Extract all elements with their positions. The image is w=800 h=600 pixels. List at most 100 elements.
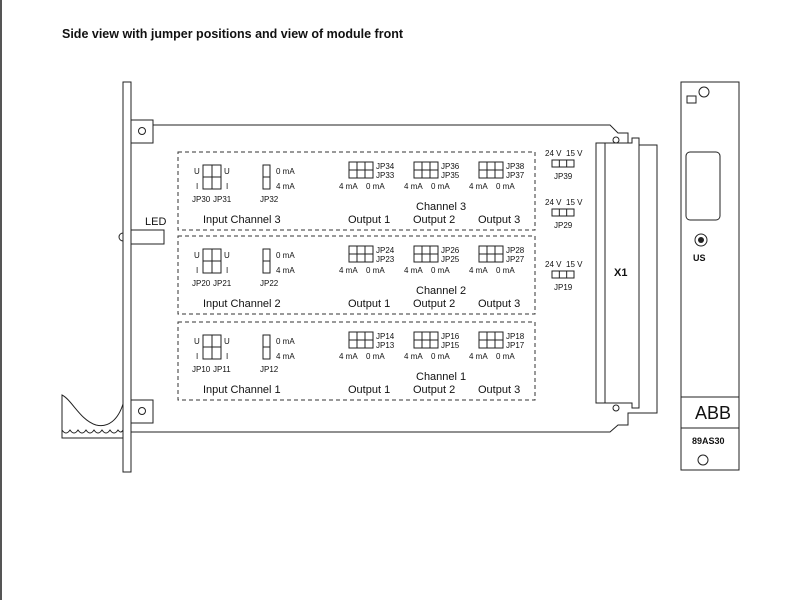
ma-label: 0 mA [276,337,295,346]
jp-label: JP37 [506,171,525,180]
front-display-window [685,151,721,221]
handle-grip-ridges [61,429,124,434]
ma-label: 4 mA [276,352,295,361]
jp-label: JP22 [260,279,279,288]
output-label: Output 2 [413,214,455,226]
i-label: I [196,182,198,191]
led-lens [118,232,124,242]
voltage-label: 24 V [545,149,562,158]
voltage-label: 24 V [545,198,562,207]
ma-label: 0 mA [496,182,515,191]
jp-label: JP23 [376,255,395,264]
voltage-jumper-block [551,159,575,168]
channel-group-frame [177,235,536,315]
ma-label: 0 mA [366,266,385,275]
jp-label: JP14 [376,332,395,341]
output-label: Output 1 [348,214,390,226]
jp-label: JP16 [441,332,460,341]
connector-label: X1 [614,267,627,279]
jp-label: JP30 [192,195,211,204]
jp-label: JP18 [506,332,525,341]
ma-label: 0 mA [431,266,450,275]
module-handle [61,394,124,439]
front-plate-edge [122,81,132,473]
jp-label: JP11 [213,365,231,374]
i-label: I [196,266,198,275]
upper-mount-screw-icon [138,127,146,135]
front-panel-outline [680,81,740,471]
input-channel-label: Input Channel 3 [203,214,281,226]
u-label-right: U [224,167,230,176]
front-brand-logo: ABB [695,403,731,423]
voltage-jumper-block [551,270,575,279]
output-label: Output 3 [478,384,520,396]
upper-mount-bracket [130,119,154,144]
front-bottom-screw-icon [697,454,709,466]
ma-label: 4 mA [404,182,423,191]
jp-label: JP28 [506,246,525,255]
jp-label: JP21 [213,279,232,288]
module-front-view: US ABB 89AS30 [680,81,740,471]
jp-label: JP12 [260,365,279,374]
voltage-label: 15 V [566,260,583,269]
i-label: I [196,352,198,361]
jp-label: JP34 [376,162,395,171]
jp-label: JP17 [506,341,525,350]
front-us-label: US [693,253,706,263]
led-label: LED [145,216,166,228]
jp-label: JP13 [376,341,395,350]
u-label: U [194,167,200,176]
input-channel-label: Input Channel 2 [203,298,281,310]
jp-label: JP36 [441,162,460,171]
ma-label: 0 mA [366,182,385,191]
led-body [130,229,165,245]
jp-label: JP20 [192,279,211,288]
channel-group-frame [177,321,536,401]
ma-label: 0 mA [431,352,450,361]
ma-label: 4 mA [404,266,423,275]
ma-label: 0 mA [496,266,515,275]
jp-label: JP19 [554,283,573,292]
channel-label: Channel 1 [416,371,466,383]
ma-label: 4 mA [469,266,488,275]
ma-label: 0 mA [496,352,515,361]
ma-label: 0 mA [431,182,450,191]
connector-x1 [595,137,640,409]
front-top-screw-icon [698,86,710,98]
output-label: Output 2 [413,298,455,310]
jp-label: JP32 [260,195,279,204]
channel-label: Channel 3 [416,201,466,213]
u-label: U [194,337,200,346]
ma-label: 4 mA [339,182,358,191]
jp-label: JP31 [213,195,232,204]
channel-group-frame [177,151,536,231]
jp-label: JP29 [554,221,573,230]
jp-label: JP26 [441,246,460,255]
connector-top-screw-icon [612,136,620,144]
ma-label: 4 mA [339,352,358,361]
voltage-jumper-block [551,208,575,217]
jp-label: JP24 [376,246,395,255]
jp-label: JP38 [506,162,525,171]
front-panel-slot [686,95,697,104]
jp-label: JP15 [441,341,460,350]
front-model-label: 89AS30 [692,436,725,446]
ma-label: 4 mA [339,266,358,275]
module-side-view: LED X1 [61,81,658,473]
ma-label: 4 mA [469,182,488,191]
ma-label: 4 mA [276,182,295,191]
jp-label: JP39 [554,172,573,181]
page-left-border [0,0,2,600]
output-label: Output 3 [478,214,520,226]
channel-label: Channel 2 [416,285,466,297]
jp-label: JP10 [192,365,211,374]
ma-label: 0 mA [276,251,295,260]
ma-label: 4 mA [469,352,488,361]
jp-label: JP33 [376,171,395,180]
ma-label: 4 mA [276,266,295,275]
